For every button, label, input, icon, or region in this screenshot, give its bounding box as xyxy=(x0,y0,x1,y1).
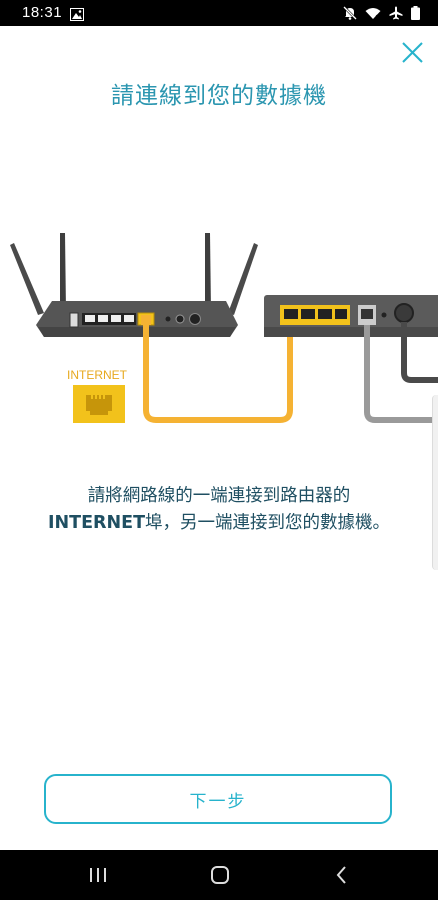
instruction-line-2-rest: 埠，另一端連接到您的數據機。 xyxy=(145,513,391,533)
modem xyxy=(264,295,438,337)
wifi-icon xyxy=(365,5,381,24)
ethernet-cable xyxy=(143,316,293,423)
image-icon xyxy=(70,6,84,25)
battery-icon xyxy=(411,5,420,24)
internet-keyword: INTERNET xyxy=(47,513,146,533)
close-button[interactable] xyxy=(396,36,428,68)
recent-apps-button[interactable] xyxy=(86,864,110,886)
instruction-line-2: INTERNET埠，另一端連接到您的數據機。 xyxy=(0,510,438,537)
instruction-line-1: 請將網路線的一端連接到路由器的 xyxy=(87,486,351,506)
next-step-button[interactable]: 下一步 xyxy=(44,774,392,824)
status-time: 18:31 xyxy=(22,4,63,21)
mute-icon xyxy=(343,5,357,24)
back-icon xyxy=(336,866,346,884)
internet-label: INTERNET xyxy=(67,368,128,382)
navigation-bar xyxy=(0,850,438,900)
router xyxy=(10,233,258,337)
home-button[interactable] xyxy=(208,864,232,886)
internet-port-icon xyxy=(73,385,125,423)
instruction-text: 請將網路線的一端連接到路由器的 INTERNET埠，另一端連接到您的數據機。 xyxy=(0,483,438,537)
page-title: 請連線到您的數據機 xyxy=(111,83,327,109)
recent-apps-icon xyxy=(90,868,106,882)
back-button[interactable] xyxy=(330,864,354,886)
close-icon xyxy=(402,42,423,63)
edge-panel-handle[interactable] xyxy=(432,395,438,570)
status-bar: 18:31 xyxy=(0,0,438,26)
home-icon xyxy=(211,866,229,884)
status-icons xyxy=(343,5,420,24)
airplane-icon xyxy=(389,5,403,24)
router-modem-illustration: INTERNET xyxy=(10,233,438,423)
